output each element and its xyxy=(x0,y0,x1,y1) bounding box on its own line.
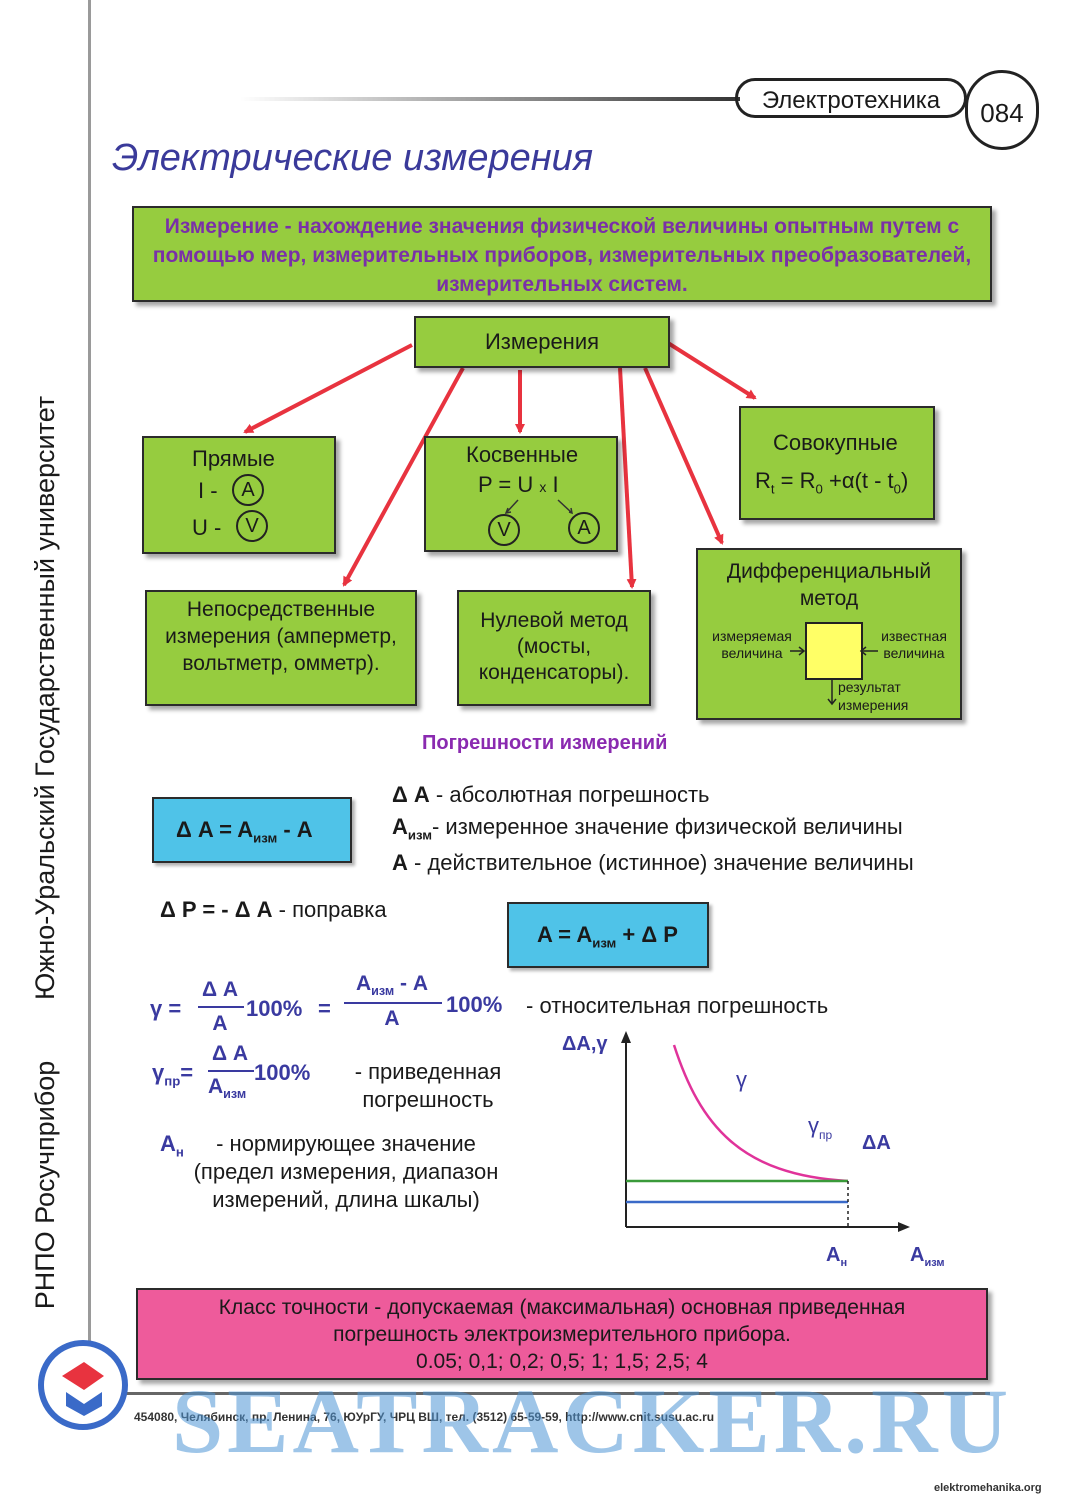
footer-logo xyxy=(38,1340,128,1430)
arrow-to-null xyxy=(618,367,637,589)
indirect-formula: P = U x I xyxy=(478,472,559,497)
node-cumulative: Совокупные Rt = R0 +α(t - t0) xyxy=(739,406,935,520)
header-page-number: 084 xyxy=(965,70,1039,150)
error-chart: ΔA,γ γ γпр ΔA Aн Aизм xyxy=(562,1031,945,1269)
definition-text: Измерение - нахождение значения физическ… xyxy=(152,215,972,296)
node-immediate: Непосредственные измерения (амперметр, в… xyxy=(145,590,417,706)
def-normalizing-text: - нормирующее значение (предел измерения… xyxy=(193,1131,499,1212)
def-measured: Aизм- измеренное значение физической вел… xyxy=(392,814,903,843)
footer-rule xyxy=(90,1392,990,1395)
sidebar-divider xyxy=(88,0,91,1370)
comparator-block xyxy=(805,622,863,680)
x-marker-label: Aн xyxy=(826,1244,847,1269)
ammeter-icon: A xyxy=(568,512,600,544)
def-correction: Δ P = - Δ A - поправка xyxy=(160,897,387,922)
diagram-arrows xyxy=(243,341,757,589)
node-measurements: Измерения xyxy=(414,316,670,368)
arrow-to-differential xyxy=(643,367,724,545)
arrow-to-immediate xyxy=(342,367,465,587)
page-title: Электрические измерения xyxy=(112,137,594,179)
header-subject: Электротехника xyxy=(735,78,967,118)
indirect-branch-arrows xyxy=(504,499,573,515)
logo-icon xyxy=(62,1362,104,1416)
footer-address: 454080, Челябинск, пр. Ленина, 76, ЮУрГУ… xyxy=(134,1410,715,1424)
node-null-method: Нулевой метод (мосты, конденсаторы). xyxy=(457,590,651,706)
voltmeter-icon: V xyxy=(236,510,268,542)
series-label-delta-a: ΔA xyxy=(862,1132,891,1154)
chart-axes xyxy=(621,1031,910,1232)
def-absolute: Δ A - абсолютная погрешность xyxy=(392,782,710,807)
arrow-to-direct xyxy=(243,343,413,434)
node-direct: Прямые I - A U - V xyxy=(142,436,336,554)
formula-absolute-error: Δ A = Aизм - A xyxy=(152,797,352,863)
cumulative-formula: Rt = R0 +α(t - t0) xyxy=(755,468,909,497)
footer-site: elektromehanika.org xyxy=(934,1482,1042,1494)
def-normalizing: Aн xyxy=(160,1131,184,1160)
y-axis-label: ΔA,γ xyxy=(562,1033,608,1055)
errors-heading: Погрешности измерений xyxy=(422,732,668,754)
sidebar-org: РНПО Росучприбор xyxy=(30,1060,60,1310)
accuracy-class-box: Класс точности - допускаемая (максимальн… xyxy=(136,1288,988,1380)
accuracy-line2: погрешность электроизмерительного прибор… xyxy=(333,1323,791,1346)
voltmeter-icon: V xyxy=(488,514,520,546)
definition-box: Измерение - нахождение значения физическ… xyxy=(132,206,992,302)
header-rule xyxy=(240,97,740,101)
differential-arrows xyxy=(790,646,878,706)
series-label-gamma-pr: γпр xyxy=(808,1113,832,1142)
node-indirect: Косвенные P = U x I V A xyxy=(424,436,618,552)
node-differential: Дифференциальный метод измеряемая величи… xyxy=(696,548,962,720)
formula-true-value: A = Aизм + Δ P xyxy=(507,902,709,968)
x-axis-label: Aизм xyxy=(910,1244,945,1269)
arrow-to-cumulative xyxy=(666,341,757,400)
accuracy-values: 0.05; 0,1; 0,2; 0,5; 1; 1,5; 2,5; 4 xyxy=(416,1350,708,1373)
accuracy-line1: Класс точности - допускаемая (максимальн… xyxy=(218,1296,906,1319)
def-true: A - действительное (истинное) значение в… xyxy=(392,850,914,875)
series-gamma-curve xyxy=(672,1044,849,1183)
series-label-gamma: γ xyxy=(736,1067,747,1092)
watermark: SEATRACKER.RU xyxy=(172,1370,1013,1472)
ammeter-icon: A xyxy=(232,474,264,506)
